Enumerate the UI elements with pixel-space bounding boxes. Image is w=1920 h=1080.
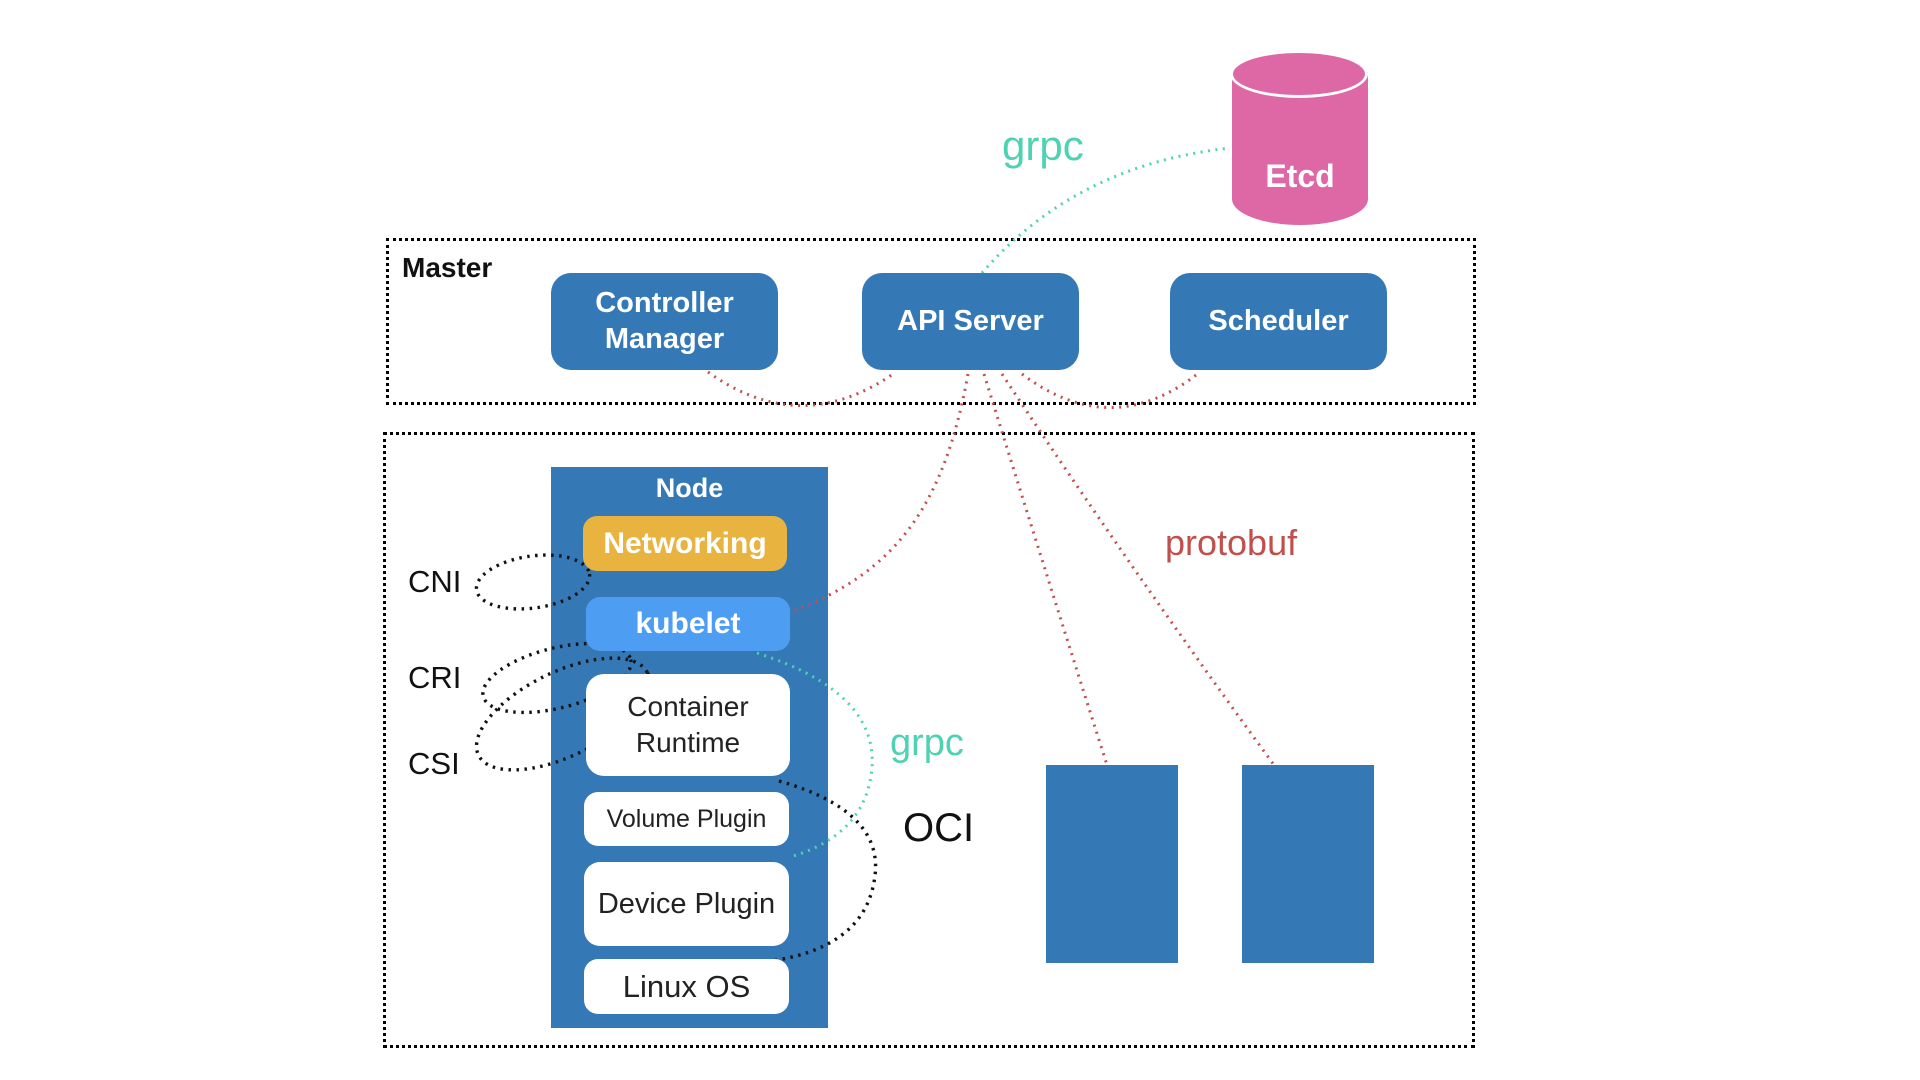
kubelet-box: kubelet xyxy=(586,597,790,651)
cni-label: CNI xyxy=(408,564,462,599)
oci-label: OCI xyxy=(903,806,975,850)
linux-os-box: Linux OS xyxy=(584,959,789,1014)
node-label: Node xyxy=(655,473,724,503)
etcd-label: Etcd xyxy=(1265,158,1335,194)
grpc-runtime-label: grpc xyxy=(890,722,964,764)
etcd-database: Etcd xyxy=(1230,50,1368,225)
grpc-etcd-label: grpc xyxy=(1002,122,1084,169)
protobuf-label: protobuf xyxy=(1165,522,1298,563)
device-plugin-box: Device Plugin xyxy=(584,862,789,946)
cri-label: CRI xyxy=(408,660,462,695)
volume-plugin-box: Volume Plugin xyxy=(584,792,789,846)
controller-manager-box: Controller Manager xyxy=(551,273,778,370)
api-server-box: API Server xyxy=(862,273,1079,370)
worker-node-1 xyxy=(1046,765,1178,963)
master-label: Master xyxy=(402,252,493,283)
container-runtime-box: Container Runtime xyxy=(586,674,790,776)
scheduler-box: Scheduler xyxy=(1170,273,1387,370)
etcd-cylinder-top xyxy=(1230,50,1368,98)
networking-box: Networking xyxy=(583,516,787,571)
csi-label: CSI xyxy=(408,746,460,781)
worker-node-2 xyxy=(1242,765,1374,963)
